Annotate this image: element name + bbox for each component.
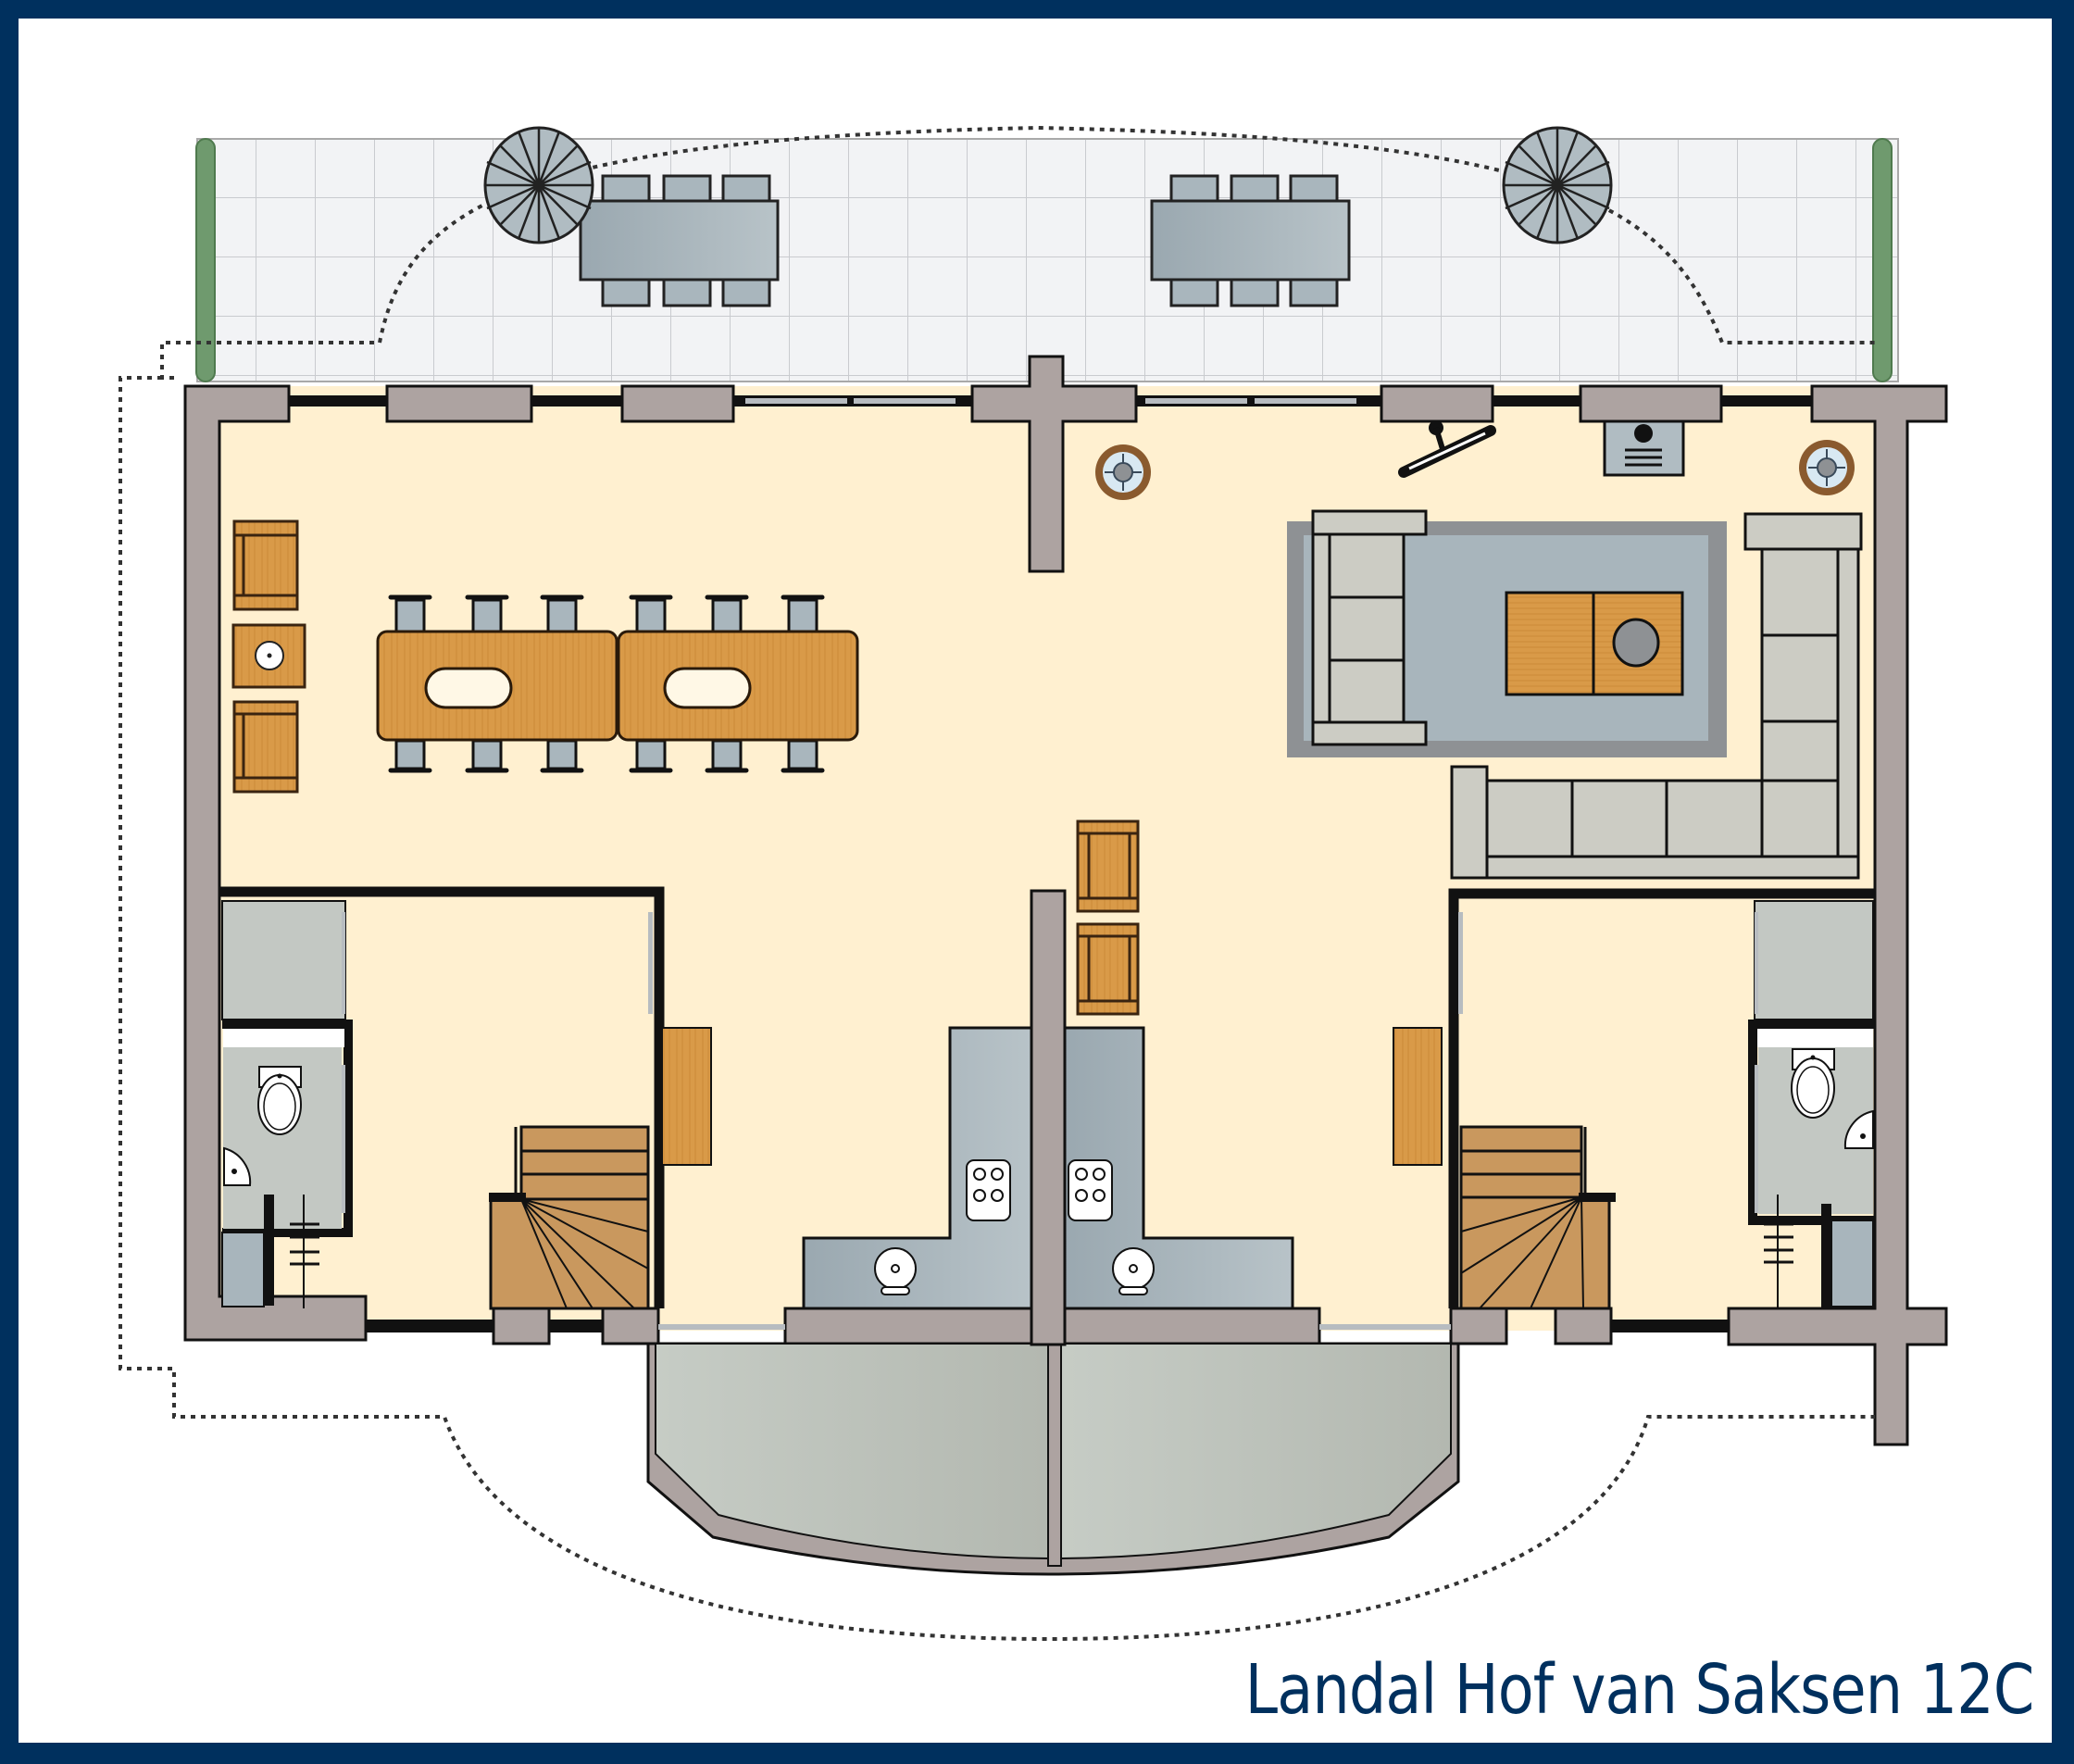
dining-set bbox=[376, 594, 859, 773]
armchair-left-top bbox=[232, 519, 299, 611]
hall-bench-right bbox=[1393, 1027, 1443, 1166]
sink-right-icon bbox=[1112, 1247, 1155, 1295]
hedge-right bbox=[1872, 138, 1893, 382]
conservatory bbox=[646, 1342, 1460, 1576]
bar-stool-bottom bbox=[1076, 922, 1140, 1016]
sink-left-icon bbox=[874, 1247, 917, 1295]
terrace bbox=[160, 125, 1899, 382]
toilet-right-icon bbox=[1791, 1048, 1835, 1119]
left-kitchen bbox=[802, 1026, 1033, 1310]
right-hall bbox=[1448, 888, 1875, 1308]
ceiling-light-left-icon bbox=[1095, 444, 1151, 500]
bar-stool-top bbox=[1076, 819, 1140, 913]
terrace-table-left bbox=[579, 174, 780, 307]
hall-bench-left bbox=[661, 1027, 712, 1166]
garden-boundary-bottom bbox=[119, 376, 1875, 1642]
toilet-left-icon bbox=[257, 1066, 302, 1135]
coat-rack-right-icon bbox=[1764, 1195, 1793, 1308]
sofa-single bbox=[1311, 509, 1428, 746]
left-hall bbox=[219, 886, 665, 1308]
staircase-right bbox=[1459, 1125, 1616, 1310]
armchair-left-bottom bbox=[232, 700, 299, 794]
staircase-left bbox=[489, 1125, 650, 1310]
wash-basin-left-icon bbox=[223, 1146, 252, 1186]
wash-basin-right-icon bbox=[1843, 1109, 1874, 1149]
tv-icon bbox=[1398, 420, 1496, 478]
sofa-corner bbox=[1450, 512, 1863, 880]
right-shower-cabinet bbox=[1821, 1204, 1874, 1308]
fireplace-icon bbox=[1603, 419, 1685, 477]
terrace-table-right bbox=[1150, 174, 1351, 307]
central-partition-wall bbox=[1030, 889, 1067, 1346]
parasol-right-icon bbox=[1502, 126, 1613, 244]
side-table-left bbox=[231, 623, 306, 689]
right-kitchen bbox=[1063, 1026, 1294, 1310]
coffee-table bbox=[1505, 591, 1684, 696]
hob-left-icon bbox=[966, 1159, 1011, 1221]
right-toilet bbox=[1758, 1047, 1874, 1214]
hedge-left bbox=[195, 138, 216, 382]
garden-boundary-top bbox=[160, 125, 1880, 380]
hob-right-icon bbox=[1068, 1159, 1113, 1221]
page-title: Landal Hof van Saksen 12C bbox=[1244, 1650, 2034, 1730]
ceiling-light-right-icon bbox=[1799, 440, 1855, 495]
parasol-left-icon bbox=[483, 126, 594, 244]
coat-rack-left-icon bbox=[290, 1195, 319, 1308]
left-toilet bbox=[223, 1047, 342, 1229]
left-shower-cabinet bbox=[221, 1195, 274, 1307]
